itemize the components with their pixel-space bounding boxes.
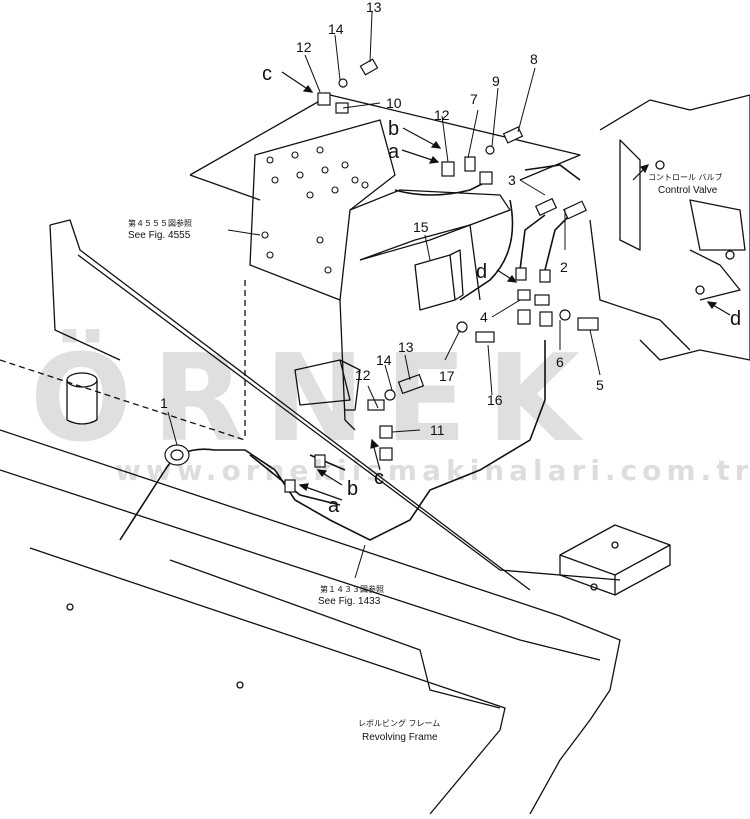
drawing-lines [0, 94, 750, 815]
callout-11: 11 [430, 422, 445, 438]
callout-1: 1 [160, 395, 168, 411]
letter-c-top: c [262, 63, 272, 85]
letter-c-low: c [374, 467, 384, 489]
callout-14-low: 14 [376, 352, 392, 368]
caption-fig4555-en: See Fig. 4555 [128, 230, 191, 241]
callout-15: 15 [413, 219, 429, 235]
callout-7: 7 [470, 91, 478, 107]
caption-fig4555-jp: 第４５５５図参照 [128, 218, 192, 228]
letter-references: c b a d d b a c [262, 63, 741, 517]
captions: 第４５５５図参照 See Fig. 4555 第１４３３図参照 See Fig.… [128, 172, 723, 743]
callout-17: 17 [439, 368, 455, 384]
letter-d-right: d [730, 308, 741, 330]
callout-5: 5 [596, 377, 604, 393]
callout-16: 16 [487, 392, 503, 408]
watermark-url: www.ornekiismakinalari.com.tr [115, 454, 750, 487]
callout-12-top: 12 [296, 39, 312, 55]
callout-8: 8 [530, 51, 538, 67]
callout-numbers: 1 2 3 4 5 6 7 8 9 10 11 12 12 12 13 13 1… [160, 0, 604, 438]
callout-9: 9 [492, 73, 500, 89]
caption-revolving-frame-en: Revolving Frame [362, 732, 438, 743]
callout-3: 3 [508, 172, 516, 188]
caption-fig1433-en: See Fig. 1433 [318, 596, 381, 607]
callout-14-top: 14 [328, 21, 344, 37]
caption-revolving-frame-jp: レボルビング フレーム [358, 718, 440, 728]
caption-control-valve-jp: コントロール バルブ [648, 172, 723, 182]
watermark-brand: ÖRNEK [30, 329, 600, 469]
callout-12-mid: 12 [434, 107, 450, 123]
callout-13-top: 13 [366, 0, 382, 15]
letter-a-top: a [388, 141, 400, 163]
caption-fig1433-jp: 第１４３３図参照 [320, 584, 384, 594]
caption-control-valve-en: Control Valve [658, 185, 718, 196]
callout-2: 2 [560, 259, 568, 275]
letter-b-top: b [388, 118, 399, 140]
hardware-parts [164, 58, 599, 493]
callout-10: 10 [386, 95, 402, 111]
letter-b-low: b [347, 478, 358, 500]
letter-a-low: a [328, 495, 340, 517]
arrows [281, 71, 731, 501]
watermark: ÖRNEK www.ornekiismakinalari.com.tr [30, 329, 750, 487]
leader-lines [167, 11, 601, 579]
callout-12-low: 12 [355, 367, 371, 383]
letter-d-left: d [476, 261, 487, 283]
callout-4: 4 [480, 309, 488, 325]
callout-13-low: 13 [398, 339, 414, 355]
callout-6: 6 [556, 354, 564, 370]
